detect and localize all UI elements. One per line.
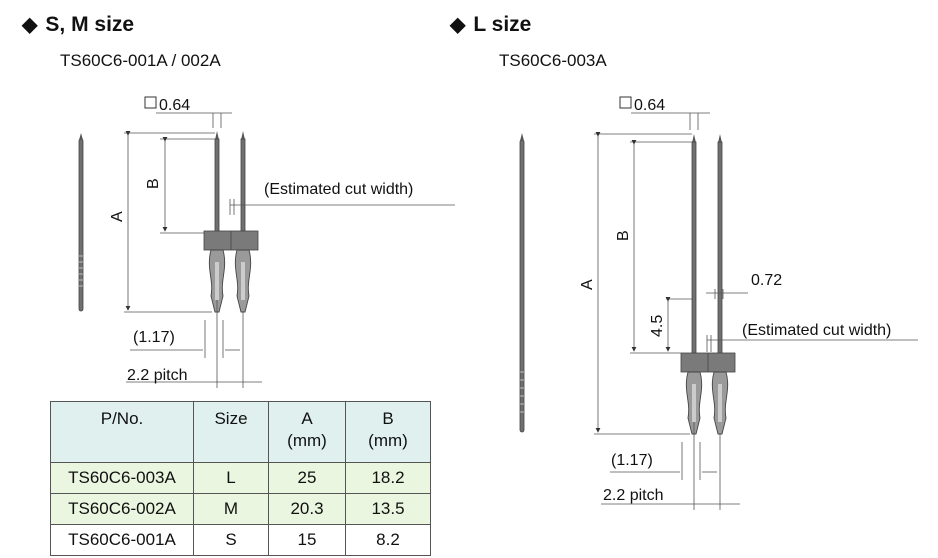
cell-a: 25 <box>268 462 346 494</box>
sm-pitch-label: 2.2 pitch <box>127 367 187 384</box>
sm-dimensions <box>124 96 455 388</box>
cell-size: S <box>193 524 269 556</box>
l-gap-label: (1.17) <box>611 452 653 469</box>
cell-pno: TS60C6-001A <box>50 524 194 556</box>
l-part-number: TS60C6-003A <box>499 51 607 70</box>
sm-cut-width-label: (Estimated cut width) <box>264 181 413 198</box>
diamond-bullet-icon: ◆ <box>450 14 466 36</box>
sm-part-number: TS60C6-001A / 002A <box>60 51 221 70</box>
sm-front-view-pins <box>203 131 259 313</box>
sm-side-view-pin <box>78 133 84 312</box>
table-header-row: P/No. Size A(mm) B(mm) <box>50 401 431 463</box>
l-pitch-label: 2.2 pitch <box>603 487 663 504</box>
cell-a: 20.3 <box>268 493 346 525</box>
header-b: B(mm) <box>345 401 431 463</box>
l-dim-b-label: B <box>615 230 632 241</box>
table-row: TS60C6-001A S 15 8.2 <box>50 524 431 556</box>
cell-a: 15 <box>268 524 346 556</box>
l-dim-a-label: A <box>579 279 596 290</box>
header-pno: P/No. <box>50 401 194 463</box>
cell-b: 18.2 <box>345 462 431 494</box>
sm-square-dimension: 0.64 <box>159 97 190 114</box>
header-a: A(mm) <box>268 401 346 463</box>
table-row: TS60C6-002A M 20.3 13.5 <box>50 493 431 525</box>
cell-size: L <box>193 462 269 494</box>
header-size: Size <box>193 401 269 463</box>
sm-dim-b-label: B <box>145 178 162 189</box>
cell-size: M <box>193 493 269 525</box>
sm-heading: ◆S, M size <box>22 13 135 36</box>
l-dimensions <box>594 96 918 510</box>
sm-dim-a-label: A <box>109 211 126 222</box>
cell-b: 8.2 <box>345 524 431 556</box>
l-cut-width-label: (Estimated cut width) <box>742 322 891 339</box>
l-side-view-pin <box>519 133 525 433</box>
sm-gap-label: (1.17) <box>133 329 175 346</box>
l-heading: ◆L size <box>450 13 532 36</box>
spec-table: P/No. Size A(mm) B(mm) TS60C6-003A L 25 … <box>50 401 431 556</box>
diamond-bullet-icon: ◆ <box>22 14 38 36</box>
cell-pno: TS60C6-003A <box>50 462 194 494</box>
l-cut-value: 0.72 <box>751 272 782 289</box>
l-front-view-pins <box>680 134 736 435</box>
table-row: TS60C6-003A L 25 18.2 <box>50 462 431 494</box>
l-square-dimension: 0.64 <box>634 97 665 114</box>
cell-b: 13.5 <box>345 493 431 525</box>
cell-pno: TS60C6-002A <box>50 493 194 525</box>
l-dim-45-label: 4.5 <box>649 315 666 337</box>
